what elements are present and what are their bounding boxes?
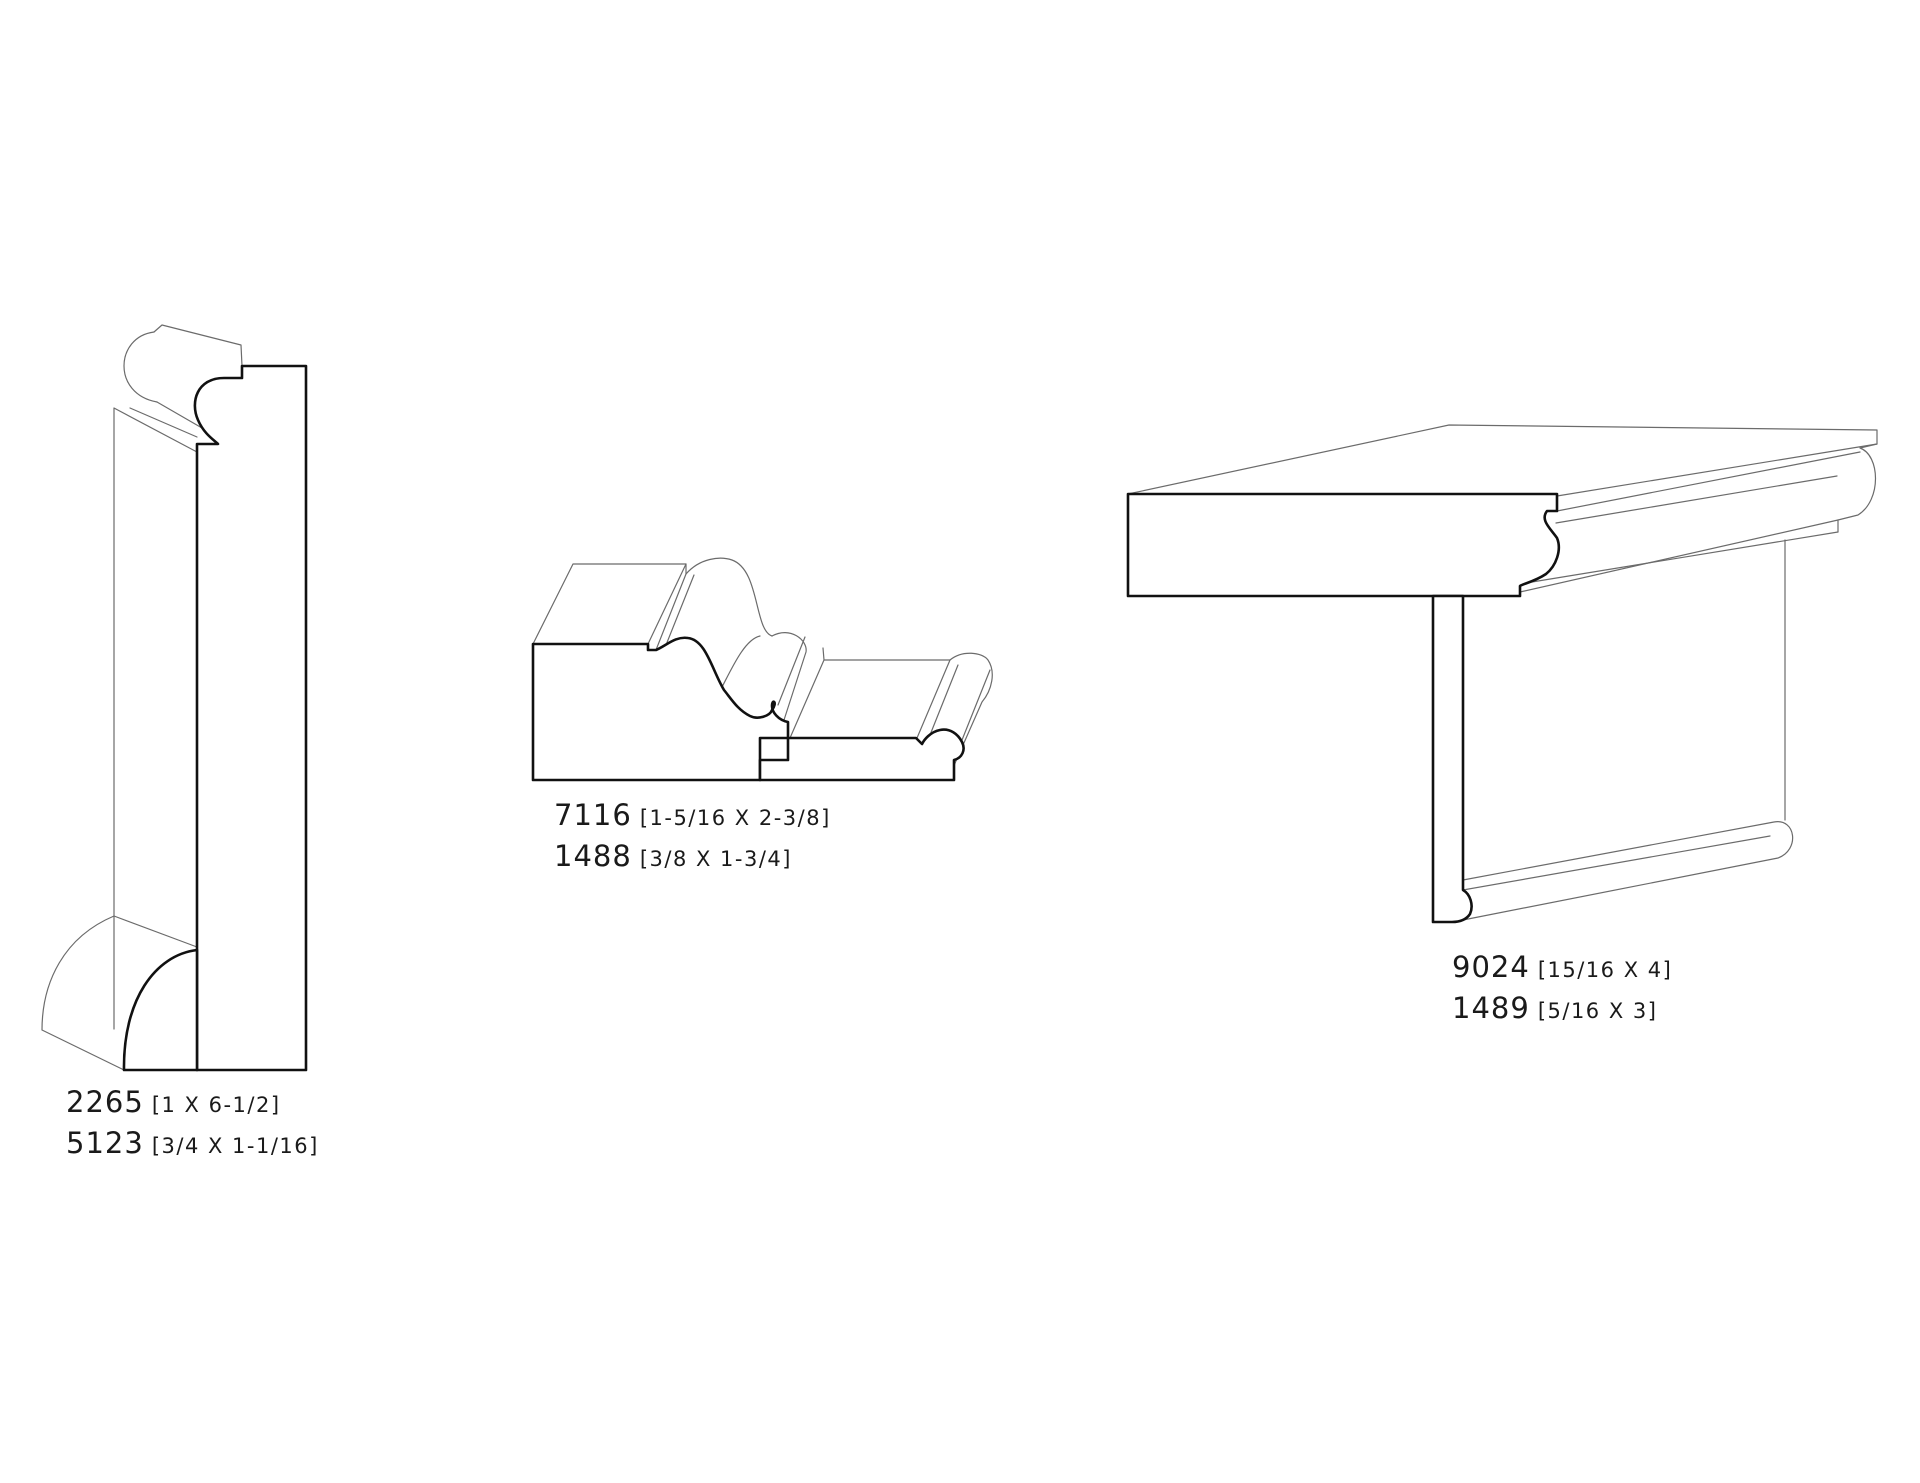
label-line: 1489 [5/16 X 3] — [1452, 994, 1672, 1023]
part-code: 2265 — [66, 1085, 144, 1119]
label-line: 9024 [15/16 X 4] — [1452, 953, 1672, 982]
part-code: 5123 — [66, 1126, 144, 1160]
part-dimensions: [3/8 X 1-3/4] — [639, 847, 792, 871]
profile-left — [41, 324, 308, 1072]
label-line: 7116 [1-5/16 X 2-3/8] — [554, 801, 831, 830]
part-dimensions: [1-5/16 X 2-3/8] — [639, 806, 831, 830]
part-dimensions: [5/16 X 3] — [1537, 999, 1658, 1023]
profile-left-section — [122, 364, 308, 1072]
profile-left-perspective — [41, 324, 243, 1071]
profile-right-section — [1126, 492, 1561, 924]
label-group-left: 2265 [1 X 6-1/2] 5123 [3/4 X 1-1/16] — [66, 1088, 319, 1158]
part-dimensions: [15/16 X 4] — [1537, 958, 1673, 982]
label-line: 1488 [3/8 X 1-3/4] — [554, 842, 831, 871]
label-line: 2265 [1 X 6-1/2] — [66, 1088, 319, 1117]
part-dimensions: [1 X 6-1/2] — [151, 1093, 281, 1117]
label-line: 5123 [3/4 X 1-1/16] — [66, 1129, 319, 1158]
part-code: 7116 — [554, 798, 632, 832]
part-code: 1489 — [1452, 991, 1530, 1025]
part-code: 9024 — [1452, 950, 1530, 984]
profile-middle-section — [531, 636, 965, 782]
profile-middle — [531, 557, 993, 782]
label-group-right: 9024 [15/16 X 4] 1489 [5/16 X 3] — [1452, 953, 1672, 1023]
profile-right — [1126, 424, 1878, 924]
part-code: 1488 — [554, 839, 632, 873]
part-dimensions: [3/4 X 1-1/16] — [151, 1134, 319, 1158]
label-group-middle: 7116 [1-5/16 X 2-3/8] 1488 [3/8 X 1-3/4] — [554, 801, 831, 871]
